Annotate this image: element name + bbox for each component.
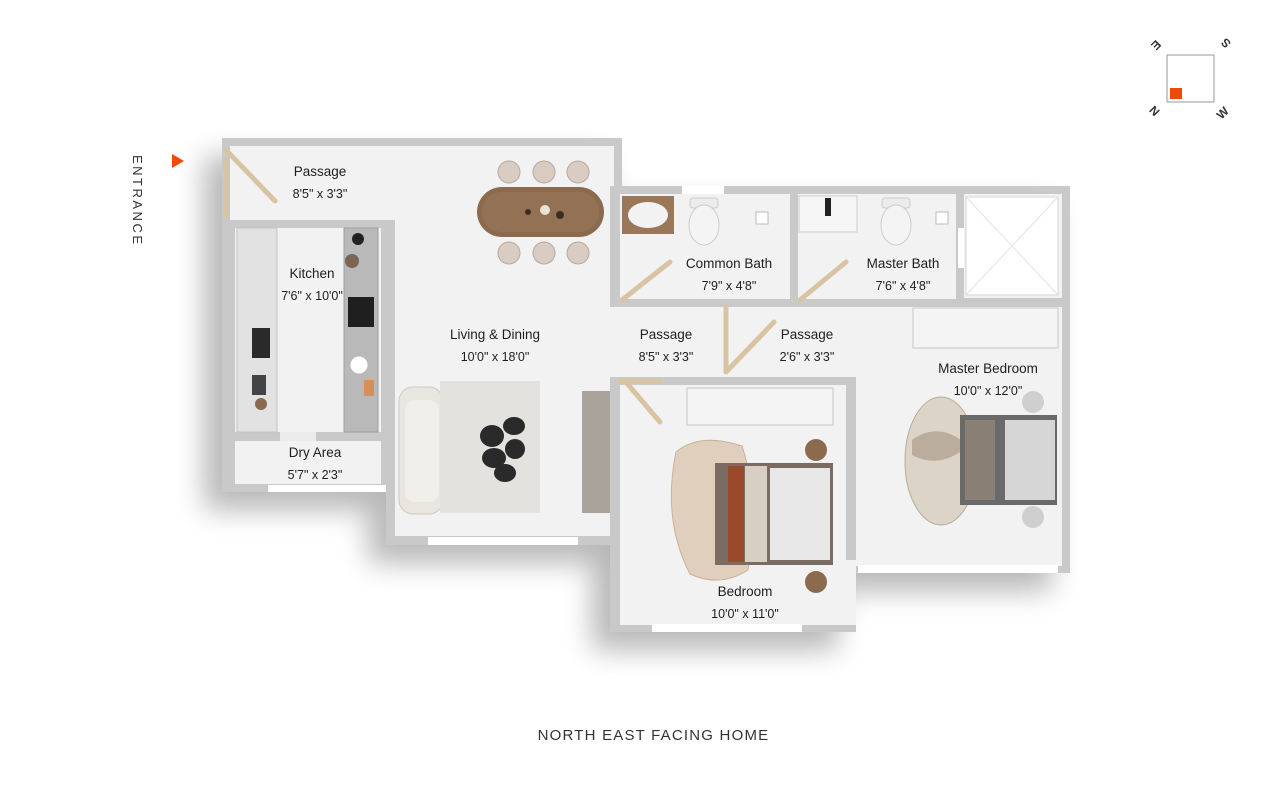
room-dimensions: 10'0" x 12'0" bbox=[953, 384, 1023, 398]
room-dimensions: 7'9" x 4'8" bbox=[701, 279, 757, 293]
room-kitchen: Kitchen 7'6" x 10'0" bbox=[262, 262, 362, 308]
entrance-label: ENTRANCE bbox=[130, 155, 145, 247]
room-living-dining: Living & Dining 10'0" x 18'0" bbox=[430, 323, 560, 369]
dry-area-floor bbox=[235, 441, 381, 484]
doors bbox=[223, 147, 849, 425]
room-dimensions: 7'6" x 4'8" bbox=[875, 279, 931, 293]
room-dry-area: Dry Area 5'7" x 2'3" bbox=[265, 441, 365, 487]
master-bed bbox=[904, 391, 1057, 528]
room-name: Passage bbox=[293, 164, 347, 179]
room-passage-mid: Passage 8'5" x 3'3" bbox=[616, 323, 716, 369]
room-passage-entry: Passage 8'5" x 3'3" bbox=[270, 160, 370, 206]
room-dimensions: 8'5" x 3'3" bbox=[292, 187, 348, 201]
room-passage-right: Passage 2'6" x 3'3" bbox=[757, 323, 857, 369]
room-dimensions: 10'0" x 11'0" bbox=[711, 607, 779, 621]
living-furniture bbox=[398, 381, 610, 515]
room-name: Kitchen bbox=[289, 266, 335, 281]
room-dimensions: 2'6" x 3'3" bbox=[779, 350, 835, 364]
entrance-arrow-icon bbox=[172, 154, 184, 168]
bedroom-nook bbox=[846, 560, 856, 625]
room-master-bath: Master Bath 7'6" x 4'8" bbox=[848, 252, 958, 298]
room-bedroom: Bedroom 10'0" x 11'0" bbox=[695, 580, 795, 626]
bath-fixtures bbox=[622, 195, 1059, 296]
compass-icon bbox=[1166, 54, 1215, 103]
room-name: Master Bedroom bbox=[938, 361, 1038, 376]
room-dimensions: 8'5" x 3'3" bbox=[638, 350, 694, 364]
wardrobes bbox=[686, 307, 1059, 426]
room-name: Dry Area bbox=[288, 445, 342, 460]
bedroom-bed bbox=[670, 439, 833, 593]
room-dimensions: 7'6" x 10'0" bbox=[281, 289, 343, 303]
kitchen-counters bbox=[236, 227, 379, 433]
room-name: Living & Dining bbox=[449, 327, 541, 342]
room-name: Common Bath bbox=[685, 256, 773, 271]
room-dimensions: 5'7" x 2'3" bbox=[287, 468, 343, 482]
room-dimensions: 10'0" x 18'0" bbox=[460, 350, 530, 364]
footer-caption: NORTH EAST FACING HOME bbox=[537, 727, 770, 744]
dining-set bbox=[477, 160, 604, 265]
room-name: Bedroom bbox=[717, 584, 773, 599]
room-name: Passage bbox=[780, 327, 834, 342]
room-master-bedroom: Master Bedroom 10'0" x 12'0" bbox=[918, 357, 1058, 403]
room-name: Passage bbox=[639, 327, 693, 342]
room-name: Master Bath bbox=[866, 256, 940, 271]
room-common-bath: Common Bath 7'9" x 4'8" bbox=[674, 252, 784, 298]
windows bbox=[268, 186, 1058, 632]
